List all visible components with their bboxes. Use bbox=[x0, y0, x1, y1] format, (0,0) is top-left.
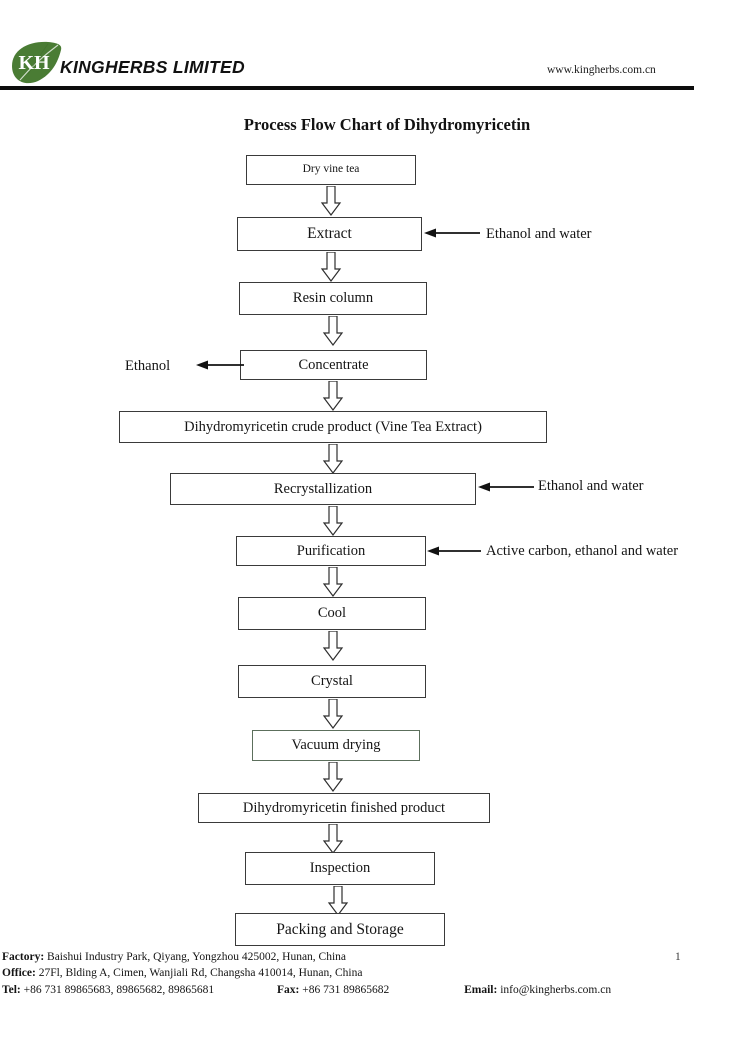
footer-office-label: Office: bbox=[2, 967, 36, 979]
flow-step-packing-and-storage: Packing and Storage bbox=[235, 913, 445, 946]
input-arrow-icon-extract bbox=[424, 226, 480, 240]
document-footer: Factory: Baishui Industry Park, Qiyang, … bbox=[0, 948, 738, 1008]
footer-office-value: 27Fl, Blding A, Cimen, Wanjiali Rd, Chan… bbox=[38, 967, 363, 979]
flow-step-finished-product: Dihydromyricetin finished product bbox=[198, 793, 490, 823]
process-flow-chart: Dry vine tea Extract Ethanol and water R… bbox=[0, 150, 738, 946]
flow-step-cool: Cool bbox=[238, 597, 426, 630]
connector-arrow-icon bbox=[322, 631, 344, 661]
footer-factory-line: Factory: Baishui Industry Park, Qiyang, … bbox=[2, 951, 347, 964]
footer-fax-value: +86 731 89865682 bbox=[302, 984, 390, 996]
logo-monogram: KH bbox=[18, 51, 50, 74]
input-label-recrystallization: Ethanol and water bbox=[538, 478, 644, 494]
output-label-ethanol: Ethanol bbox=[125, 358, 171, 374]
output-arrow-icon-ethanol bbox=[196, 358, 244, 372]
company-website: www.kingherbs.com.cn bbox=[547, 64, 656, 76]
page-title: Process Flow Chart of Dihydromyricetin bbox=[243, 115, 531, 134]
flow-step-crude-product: Dihydromyricetin crude product (Vine Tea… bbox=[119, 411, 547, 443]
flow-step-vacuum-drying: Vacuum drying bbox=[252, 730, 420, 761]
flow-step-resin-column: Resin column bbox=[239, 282, 427, 315]
connector-arrow-icon bbox=[322, 506, 344, 536]
input-label-purification: Active carbon, ethanol and water bbox=[486, 543, 679, 559]
document-header: KH KINGHERBS LIMITED www.kingherbs.com.c… bbox=[0, 0, 738, 96]
connector-arrow-icon bbox=[327, 886, 349, 916]
connector-arrow-icon bbox=[322, 381, 344, 411]
flow-step-crystal: Crystal bbox=[238, 665, 426, 698]
footer-tel-value: +86 731 89865683, 89865682, 89865681 bbox=[23, 984, 215, 996]
input-arrow-icon-purification bbox=[427, 544, 481, 558]
header-divider bbox=[0, 86, 694, 90]
connector-arrow-icon bbox=[322, 762, 344, 792]
flow-step-concentrate: Concentrate bbox=[240, 350, 427, 380]
company-logo: KH bbox=[8, 40, 64, 86]
footer-factory-label: Factory: bbox=[2, 951, 45, 963]
flow-step-dry-vine-tea: Dry vine tea bbox=[246, 155, 416, 185]
footer-contact-line: Tel: +86 731 89865683, 89865682, 8986568… bbox=[2, 984, 612, 997]
connector-arrow-icon bbox=[322, 444, 344, 474]
footer-email-label: Email: bbox=[464, 984, 498, 996]
flow-step-inspection: Inspection bbox=[245, 852, 435, 885]
connector-arrow-icon bbox=[322, 567, 344, 597]
connector-arrow-icon bbox=[322, 699, 344, 729]
connector-arrow-icon bbox=[322, 316, 344, 346]
connector-arrow-icon bbox=[320, 252, 342, 282]
footer-office-line: Office: 27Fl, Blding A, Cimen, Wanjiali … bbox=[2, 967, 363, 980]
input-label-extract: Ethanol and water bbox=[486, 226, 592, 242]
page-number: 1 bbox=[675, 951, 681, 963]
flow-step-extract: Extract bbox=[237, 217, 422, 251]
footer-email-value[interactable]: info@kingherbs.com.cn bbox=[500, 984, 612, 996]
company-name: KINGHERBS LIMITED bbox=[60, 57, 245, 77]
flow-step-purification: Purification bbox=[236, 536, 426, 566]
input-arrow-icon-recrystallization bbox=[478, 480, 534, 494]
connector-arrow-icon bbox=[320, 186, 342, 216]
flow-step-recrystallization: Recrystallization bbox=[170, 473, 476, 505]
connector-arrow-icon bbox=[322, 824, 344, 854]
footer-factory-value: Baishui Industry Park, Qiyang, Yongzhou … bbox=[47, 951, 347, 963]
footer-fax-label: Fax: bbox=[277, 984, 300, 996]
leaf-icon bbox=[12, 41, 62, 84]
footer-tel-label: Tel: bbox=[2, 984, 21, 996]
